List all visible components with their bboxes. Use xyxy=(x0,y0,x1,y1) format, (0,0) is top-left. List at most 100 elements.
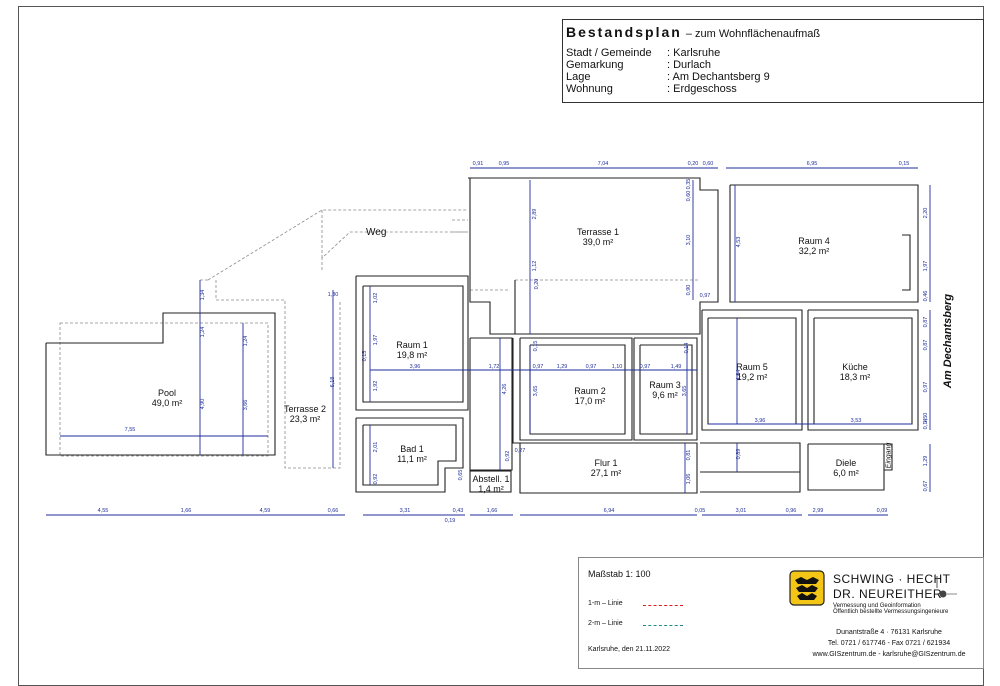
dimension-label-interior: 0,20 xyxy=(534,279,540,290)
dimension-label-interior: 0,27 xyxy=(515,448,526,454)
dimension-label-right: 0,46 xyxy=(923,291,929,302)
dimension-label-top: 0,95 xyxy=(499,161,510,167)
dimension-label-right: 1,50 xyxy=(923,413,929,424)
room-area: 19,2 m² xyxy=(737,372,768,382)
dimension-label-interior: 0,90 xyxy=(686,285,692,296)
dimension-label-interior: 1,06 xyxy=(686,474,692,485)
dimension-label-interior: 4,84 xyxy=(736,370,742,381)
dimension-label-bottom: 0,43 xyxy=(453,508,464,514)
dimension-label-interior: 6,18 xyxy=(330,377,336,388)
dimension-label-interior: 1,29 xyxy=(557,364,568,370)
room-area: 39,0 m² xyxy=(583,237,614,247)
dimension-label-bottom: 0,66 xyxy=(328,508,339,514)
room-area: 49,0 m² xyxy=(152,398,183,408)
company-tagline-1: Vermessung und Geoinformation xyxy=(833,603,921,609)
room-area: 6,0 m² xyxy=(833,468,859,478)
dimension-label-interior: 0,97 xyxy=(533,364,544,370)
dimension-label-bottom: 4,55 xyxy=(98,508,109,514)
date-label: Karlsruhe, den 21.11.2022 xyxy=(588,646,670,653)
brand-mark-icon xyxy=(936,576,957,598)
company-name-1: SCHWING · HECHT xyxy=(833,572,951,586)
dimension-label-interior: 1,34 xyxy=(200,290,206,301)
dimension-label-interior: 0,65 xyxy=(458,470,464,481)
room-area: 18,3 m² xyxy=(840,372,871,382)
room-name: Flur 1 xyxy=(594,458,617,468)
company-name-2: DR. NEUREITHER xyxy=(833,587,943,601)
dimension-label-bottom: 3,01 xyxy=(736,508,747,514)
dimension-label-interior: 2,01 xyxy=(373,442,379,453)
dimension-label-interior: 4,26 xyxy=(502,384,508,395)
dimension-label-right: 0,97 xyxy=(923,382,929,393)
dimension-label-interior: 0,97 xyxy=(640,364,651,370)
dimension-label-interior: 0,15 xyxy=(362,351,368,362)
dimension-label-interior: 4,53 xyxy=(736,237,742,248)
dimension-label-top: 0,60 xyxy=(703,161,714,167)
dimension-label-interior: 0,92 xyxy=(505,451,511,462)
dimension-label-top: 0,91 xyxy=(473,161,484,167)
line1-label: 1-m – Linie xyxy=(588,600,623,607)
room-name: Raum 5 xyxy=(736,362,768,372)
dimension-label-interior: 3,65 xyxy=(533,386,539,397)
room-area: 11,1 m² xyxy=(397,454,427,464)
entrance-label: Eingang xyxy=(885,442,893,469)
room-name: Küche xyxy=(842,362,868,372)
dimension-label-interior: 3,96 xyxy=(755,418,766,424)
room-area: 9,6 m² xyxy=(652,390,678,400)
dimension-label-bottom: 0,19 xyxy=(445,518,456,524)
dimension-label-interior: 0,97 xyxy=(700,293,711,299)
dimension-label-top: 6,95 xyxy=(807,161,818,167)
room-name: Raum 1 xyxy=(396,340,428,350)
company-address: Dunantstraße 4 · 76131 Karlsruhe xyxy=(836,629,942,636)
dimension-label-interior: 1,12 xyxy=(532,261,538,272)
dimension-label-interior: 1,10 xyxy=(612,364,623,370)
dimension-label-interior: 3,10 xyxy=(686,235,692,246)
dimension-label-right: 2,20 xyxy=(923,208,929,219)
room-area: 17,0 m² xyxy=(575,396,606,406)
dimension-label-interior: 3,96 xyxy=(410,364,421,370)
dimension-label-bottom: 3,31 xyxy=(400,508,411,514)
company-tagline-2: Öffentlich bestellte Vermessungsingenieu… xyxy=(833,609,949,615)
dimension-label-bottom: 0,09 xyxy=(877,508,888,514)
line2-sample xyxy=(643,625,683,626)
dimension-lines xyxy=(46,167,931,516)
room-name: Terrasse 1 xyxy=(577,227,619,237)
room-area: 32,2 m² xyxy=(799,246,830,256)
dimension-label-right: 0,87 xyxy=(923,317,929,328)
dimension-label-right: 0,14 xyxy=(923,419,929,430)
street-label: Am Dechantsberg xyxy=(942,293,954,389)
dimension-label-bottom: 1,66 xyxy=(487,508,498,514)
room-area: 19,8 m² xyxy=(397,350,428,360)
dimension-label-right: 0,87 xyxy=(923,340,929,351)
dimension-label-interior: 0,60 xyxy=(686,191,692,202)
dimension-label-top: 7,04 xyxy=(598,161,609,167)
dimension-label-bottom: 2,99 xyxy=(813,508,824,514)
room-name: Abstell. 1 xyxy=(472,474,509,484)
dimension-label-bottom: 1,66 xyxy=(181,508,192,514)
coat-of-arms-icon xyxy=(789,570,825,606)
dimension-label-interior: 4,90 xyxy=(200,399,206,410)
dimension-label-interior: 1,97 xyxy=(373,335,379,346)
dimension-label-interior: 0,14 xyxy=(684,343,690,354)
line2-label: 2-m – Linie xyxy=(588,620,623,627)
company-phone: Tel. 0721 / 617746 - Fax 0721 / 621934 xyxy=(827,640,951,647)
dimension-label-interior: 1,24 xyxy=(200,327,206,338)
room-name: Pool xyxy=(158,388,176,398)
room-name: Raum 4 xyxy=(798,236,830,246)
room-area: 1,4 m² xyxy=(478,484,504,494)
room-name: Raum 2 xyxy=(574,386,606,396)
dimension-label-right: 1,97 xyxy=(923,261,929,272)
outdoor-outlines xyxy=(59,209,700,469)
dimension-label-bottom: 6,94 xyxy=(604,508,615,514)
room-name: Terrasse 2 xyxy=(284,404,326,414)
plan-title: Bestandsplan– zum Wohnflächenaufmaß xyxy=(566,24,820,40)
title-block: Bestandsplan– zum Wohnflächenaufmaß Stad… xyxy=(562,19,984,103)
dimension-label-interior: 1,49 xyxy=(671,364,682,370)
room-area: 27,1 m² xyxy=(591,468,622,478)
dimension-label-interior: 0,97 xyxy=(586,364,597,370)
dimension-label-interior: 3,65 xyxy=(682,386,688,397)
dimension-label-interior: 1,24 xyxy=(243,336,249,347)
dimension-label-top: 0,15 xyxy=(899,161,910,167)
path-label: Weg xyxy=(366,227,387,238)
